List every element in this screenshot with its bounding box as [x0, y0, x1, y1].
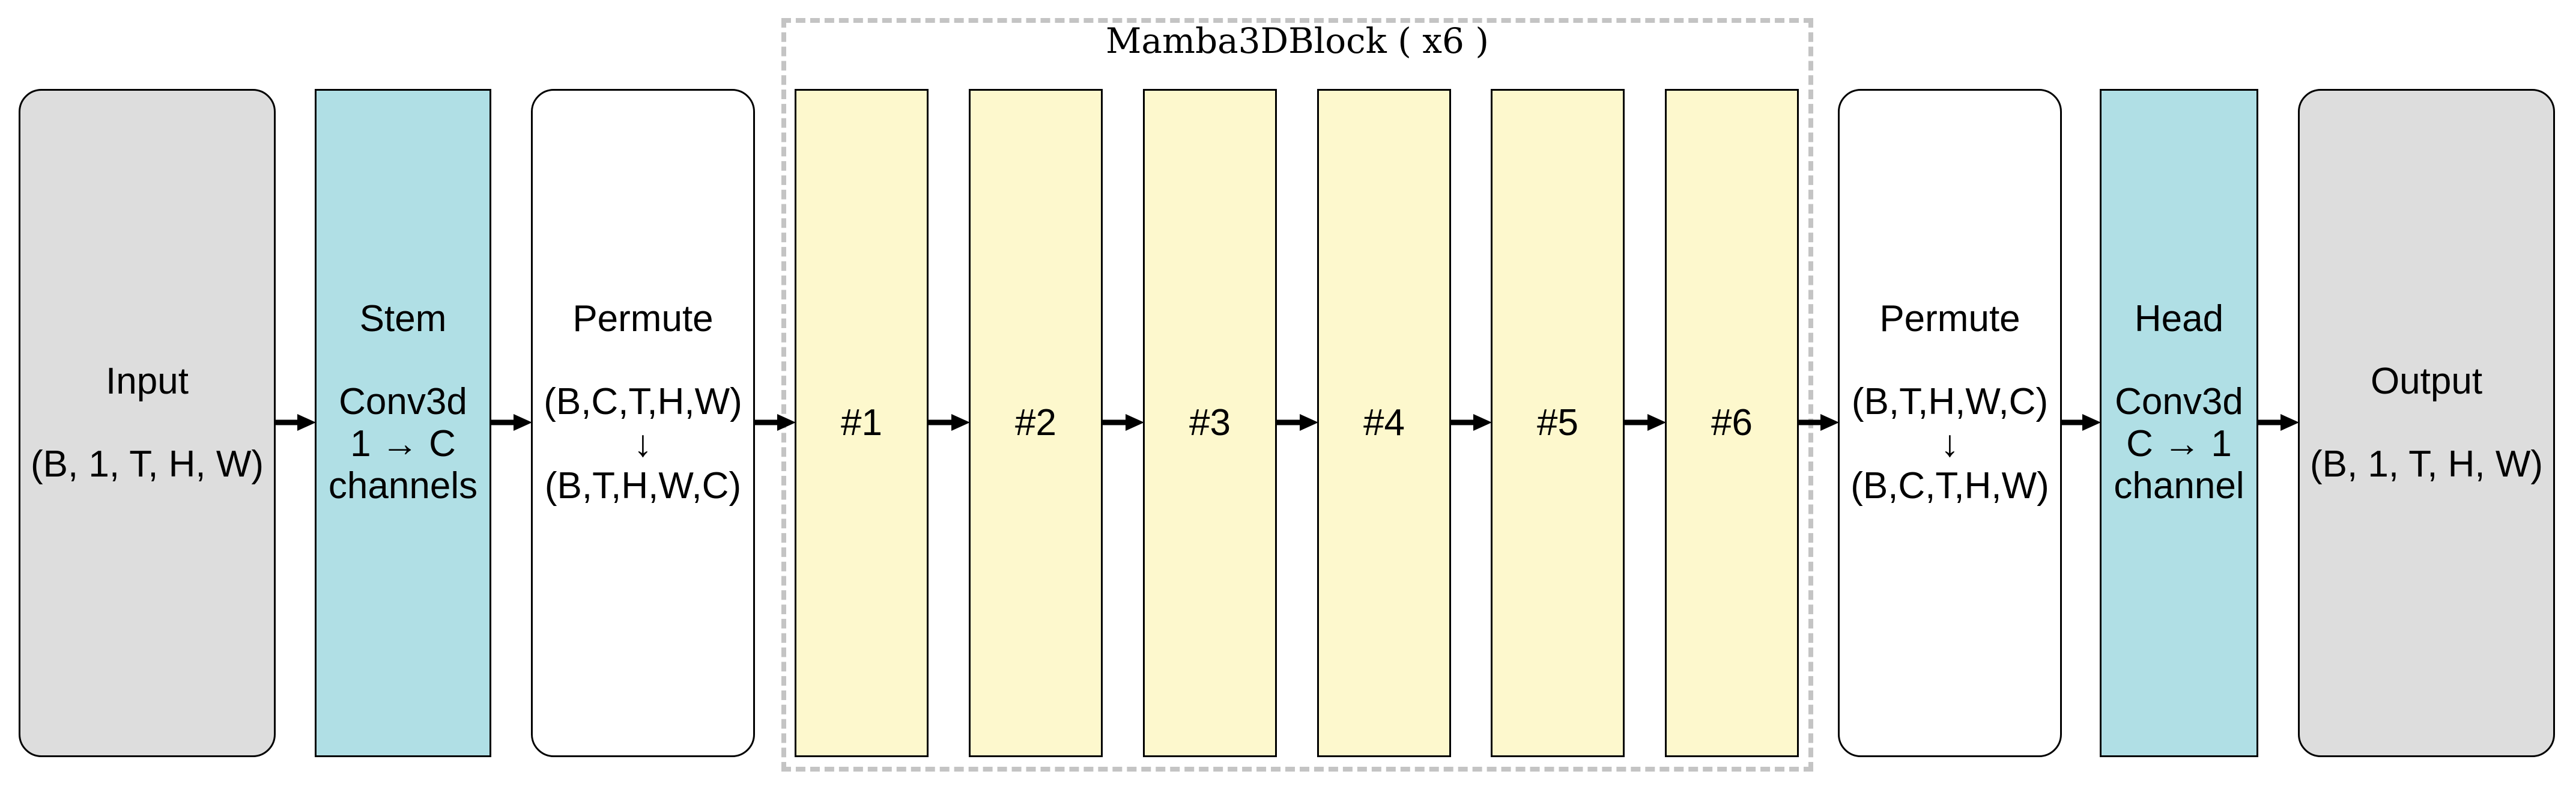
permute-in-to-shape: (B,T,H,W,C) — [544, 465, 742, 507]
permute-in-title: Permute — [572, 298, 714, 340]
arrow-permute-to-head — [2062, 414, 2101, 431]
mamba3d-block-group — [781, 18, 1813, 772]
permute-in-from-shape: (B,C,T,H,W) — [544, 381, 742, 422]
arrow-input-to-stem — [276, 414, 316, 431]
permute-out-title: Permute — [1879, 298, 2020, 340]
arrow-block-4-to-block-5 — [1451, 414, 1492, 431]
stem-node: Stem Conv3d 1 → C channels — [315, 89, 491, 757]
permute-in-down-arrow: ↓ — [634, 423, 652, 465]
arrow-head-to-output — [2258, 414, 2299, 431]
mamba-block-2: #2 — [969, 89, 1103, 757]
mamba-block-6: #6 — [1665, 89, 1799, 757]
mamba-block-5-label: #5 — [1537, 402, 1578, 443]
arrow-block-2-to-block-3 — [1103, 414, 1144, 431]
head-node: Head Conv3d C → 1 channel — [2100, 89, 2258, 757]
input-node: Input (B, 1, T, H, W) — [19, 89, 276, 757]
permute-in-node: Permute (B,C,T,H,W) ↓ (B,T,H,W,C) — [531, 89, 755, 757]
mamba-block-2-label: #2 — [1015, 402, 1056, 443]
arrow-block-3-to-block-4 — [1277, 414, 1318, 431]
stem-channels-change: 1 → C — [350, 423, 456, 465]
head-channels-change: C → 1 — [2126, 423, 2232, 465]
output-title: Output — [2370, 361, 2483, 402]
mamba-block-4: #4 — [1317, 89, 1451, 757]
mamba-block-3: #3 — [1143, 89, 1277, 757]
input-shape: (B, 1, T, H, W) — [30, 443, 264, 485]
arrow-stem-to-permute — [491, 414, 532, 431]
permute-out-down-arrow: ↓ — [1941, 423, 1959, 465]
mamba-block-6-label: #6 — [1711, 402, 1753, 443]
stem-title: Stem — [359, 298, 447, 340]
output-node: Output (B, 1, T, H, W) — [2298, 89, 2555, 757]
mamba-block-4-label: #4 — [1363, 402, 1405, 443]
head-channels-label: channel — [2114, 465, 2244, 507]
output-shape: (B, 1, T, H, W) — [2309, 443, 2544, 485]
arrow-block-6-to-permute — [1799, 414, 1839, 431]
arrow-permute-to-block-1 — [755, 414, 796, 431]
stem-op: Conv3d — [339, 381, 467, 422]
permute-out-to-shape: (B,C,T,H,W) — [1850, 465, 2049, 507]
head-title: Head — [2134, 298, 2224, 340]
mamba-block-3-label: #3 — [1189, 402, 1231, 443]
input-title: Input — [106, 361, 189, 402]
permute-out-from-shape: (B,T,H,W,C) — [1851, 381, 2049, 422]
mamba3d-block-group-title: Mamba3DBlock ( x6 ) — [1106, 20, 1489, 61]
mamba-block-1: #1 — [795, 89, 929, 757]
stem-channels-label: channels — [328, 465, 478, 507]
permute-out-node: Permute (B,T,H,W,C) ↓ (B,C,T,H,W) — [1838, 89, 2062, 757]
head-op: Conv3d — [2115, 381, 2243, 422]
arrow-block-5-to-block-6 — [1625, 414, 1666, 431]
mamba-block-5: #5 — [1491, 89, 1625, 757]
arrow-block-1-to-block-2 — [929, 414, 970, 431]
mamba-block-1-label: #1 — [841, 402, 882, 443]
